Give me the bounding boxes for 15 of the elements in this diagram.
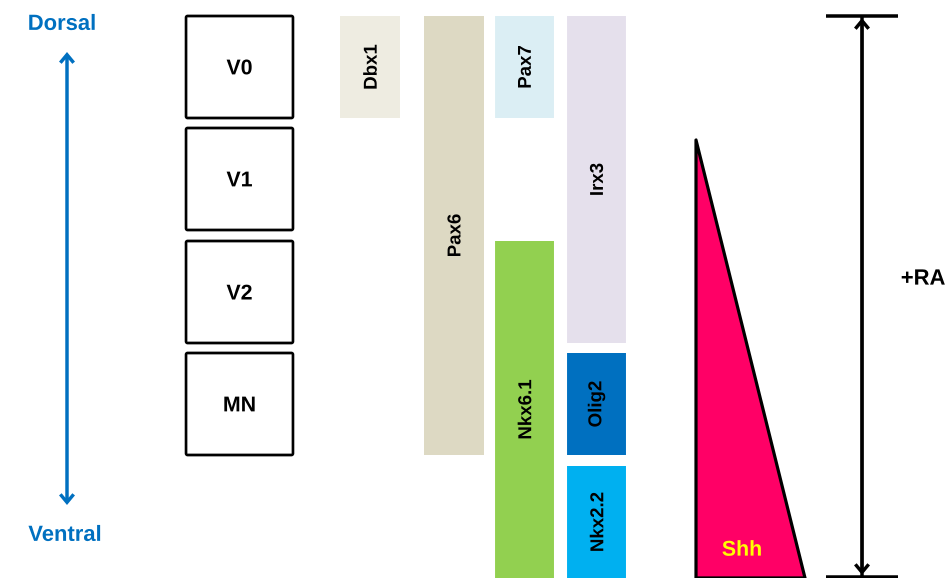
expression-bar: Pax6 [424,16,484,455]
expression-bar: Dbx1 [340,16,400,118]
dimension-label: +RA [902,269,945,285]
zone-box: V1 [184,126,294,232]
zone-box: V2 [184,240,294,344]
expression-bar: Nkx2.2 [567,466,626,578]
axis-label: Dorsal [29,14,95,30]
expression-bar: Olig2 [567,353,626,455]
expression-bar: Nkx6.1 [495,240,554,578]
expression-bar: Irx3 [567,16,626,343]
zone-box: V0 [184,14,294,120]
expression-bar: Pax7 [495,16,554,118]
axis-label: Ventral [28,524,100,542]
zone-box: MN [184,352,294,456]
gradient-triangle: Shh [694,138,807,578]
